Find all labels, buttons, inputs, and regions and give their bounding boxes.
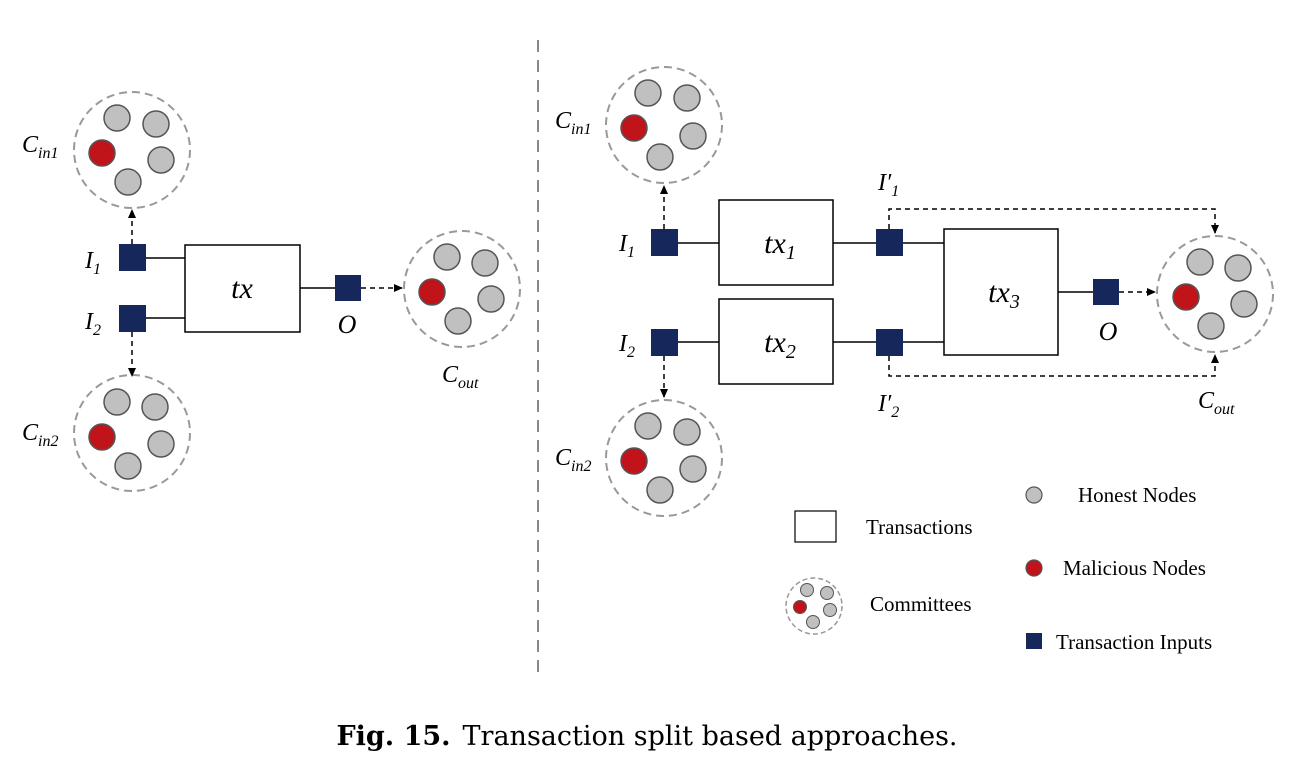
right-committee-out xyxy=(1156,235,1274,353)
left-output xyxy=(335,275,361,301)
malicious-node xyxy=(88,139,116,167)
honest-node xyxy=(1224,254,1252,282)
honest-node xyxy=(477,285,505,313)
left-committee-in1 xyxy=(73,91,191,209)
left-committee-in1-label: Cin1 xyxy=(22,132,58,162)
legend-honest-label: Honest Nodes xyxy=(1078,483,1196,507)
honest-node xyxy=(142,110,170,138)
malicious-node xyxy=(88,423,116,451)
malicious-node xyxy=(620,114,648,142)
right-input-2-prime xyxy=(876,329,903,356)
right-input-1-label: I1 xyxy=(618,231,635,261)
honest-node xyxy=(103,388,131,416)
honest-node xyxy=(147,146,175,174)
malicious-node xyxy=(1172,283,1200,311)
left-input-1 xyxy=(119,244,146,271)
right-committee-in1 xyxy=(605,66,723,184)
legend-inputs-label: Transaction Inputs xyxy=(1056,630,1212,654)
honest-node xyxy=(646,476,674,504)
honest-node xyxy=(679,122,707,150)
tx3-box xyxy=(943,228,1059,356)
legend-committees-label: Committees xyxy=(870,592,972,616)
right-committee-in2 xyxy=(605,399,723,517)
left-tx-box xyxy=(184,244,301,333)
tx3-label: tx3 xyxy=(988,276,1020,313)
right-output xyxy=(1093,279,1119,305)
honest-node xyxy=(103,104,131,132)
honest-node xyxy=(1197,312,1225,340)
legend-committees-icon xyxy=(785,577,843,635)
left-input-2 xyxy=(119,305,146,332)
honest-node xyxy=(114,168,142,196)
honest-node xyxy=(634,412,662,440)
right-input-2-prime-label: I′2 xyxy=(877,391,899,421)
tx1-box xyxy=(718,199,834,286)
legend-malicious-label: Malicious Nodes xyxy=(1063,556,1206,580)
left-input-1-label: I1 xyxy=(84,248,101,278)
malicious-node xyxy=(620,447,648,475)
right-input-1-prime xyxy=(876,229,903,256)
honest-node xyxy=(646,143,674,171)
left-committee-in2 xyxy=(73,374,191,492)
arrow-i2-prime-to-c-out xyxy=(888,354,1219,377)
honest-node xyxy=(673,418,701,446)
tx2-box xyxy=(718,298,834,385)
legend-transactions-icon xyxy=(794,510,837,543)
honest-node xyxy=(141,393,169,421)
legend-malicious-icon xyxy=(1025,559,1043,577)
malicious-node xyxy=(418,278,446,306)
right-committee-out-label: Cout xyxy=(1198,388,1235,418)
right-committee-in1-label: Cin1 xyxy=(555,108,591,138)
left-committee-in2-label: Cin2 xyxy=(22,420,58,450)
right-input-2-label: I2 xyxy=(618,331,635,361)
left-input-2-label: I2 xyxy=(84,309,101,339)
right-committee-in2-label: Cin2 xyxy=(555,445,591,475)
honest-node xyxy=(147,430,175,458)
right-input-2 xyxy=(651,329,678,356)
figure-caption: Fig. 15.Transaction split based approach… xyxy=(336,721,957,752)
legend-transactions-label: Transactions xyxy=(866,515,973,539)
right-input-1-prime-label: I′1 xyxy=(877,170,899,200)
honest-node xyxy=(114,452,142,480)
tx2-label: tx2 xyxy=(764,326,796,363)
honest-node xyxy=(433,243,461,271)
honest-node xyxy=(444,307,472,335)
left-committee-out xyxy=(403,230,521,348)
arrow-i1-prime-to-c-out xyxy=(888,208,1219,234)
left-tx-label: tx xyxy=(231,272,253,305)
right-input-1 xyxy=(651,229,678,256)
honest-node xyxy=(679,455,707,483)
legend-inputs-icon xyxy=(1026,633,1042,649)
honest-node xyxy=(1186,248,1214,276)
right-output-label: O xyxy=(1099,317,1118,346)
legend-honest-icon xyxy=(1025,486,1043,504)
honest-node xyxy=(634,79,662,107)
left-committee-out-label: Cout xyxy=(442,362,479,392)
honest-node xyxy=(673,84,701,112)
left-output-label: O xyxy=(338,310,357,339)
tx1-label: tx1 xyxy=(764,227,796,264)
honest-node xyxy=(471,249,499,277)
honest-node xyxy=(1230,290,1258,318)
